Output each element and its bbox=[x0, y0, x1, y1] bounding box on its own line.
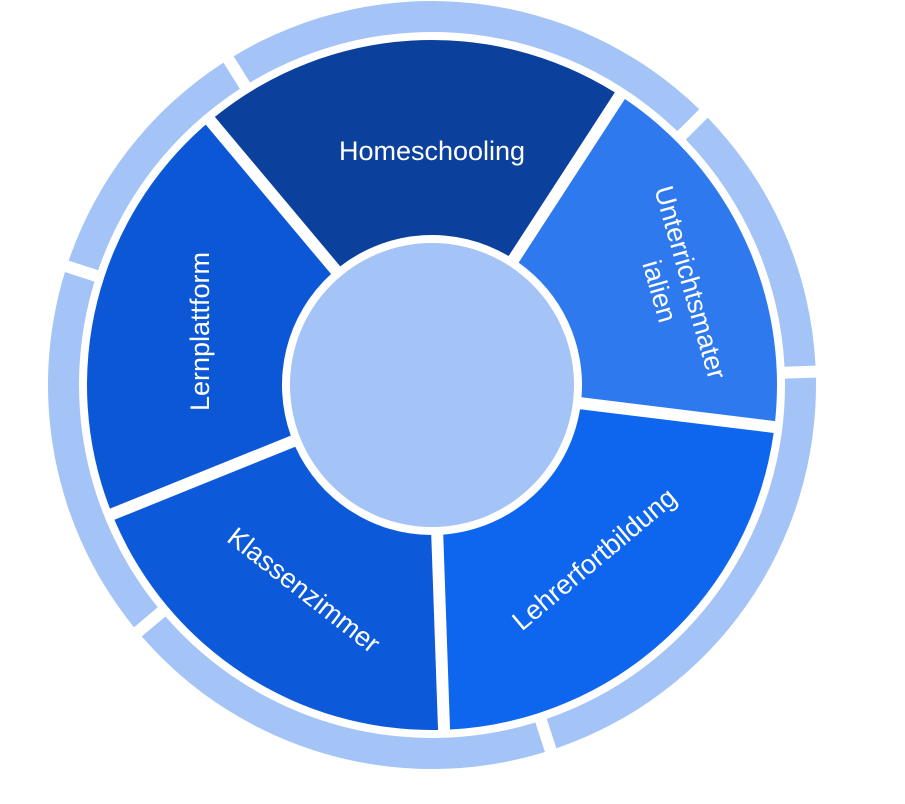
segment-lehrerfortbildung bbox=[443, 409, 774, 730]
outer-ring-piece bbox=[685, 117, 816, 367]
outer-ring-piece bbox=[546, 377, 817, 749]
segment-label-line: Lernplattform bbox=[185, 252, 215, 411]
segment-label-homeschooling: Homeschooling bbox=[339, 136, 525, 166]
segment-unterrichtsmaterialien bbox=[518, 98, 778, 422]
outer-ring-piece bbox=[47, 272, 158, 628]
segment-lernplattform bbox=[86, 124, 332, 509]
outer-ring-piece bbox=[68, 62, 240, 271]
outer-ring-piece bbox=[141, 616, 545, 770]
segment-label-lernplattform: Lernplattform bbox=[185, 252, 215, 411]
segment-klassenzimmer bbox=[114, 446, 439, 731]
center-hub bbox=[290, 243, 574, 527]
outer-ring-piece bbox=[233, 0, 700, 132]
outer-ring bbox=[47, 0, 817, 770]
segment-homeschooling bbox=[214, 39, 615, 267]
segment-ring bbox=[86, 39, 778, 731]
segment-label-line: Homeschooling bbox=[339, 136, 525, 166]
